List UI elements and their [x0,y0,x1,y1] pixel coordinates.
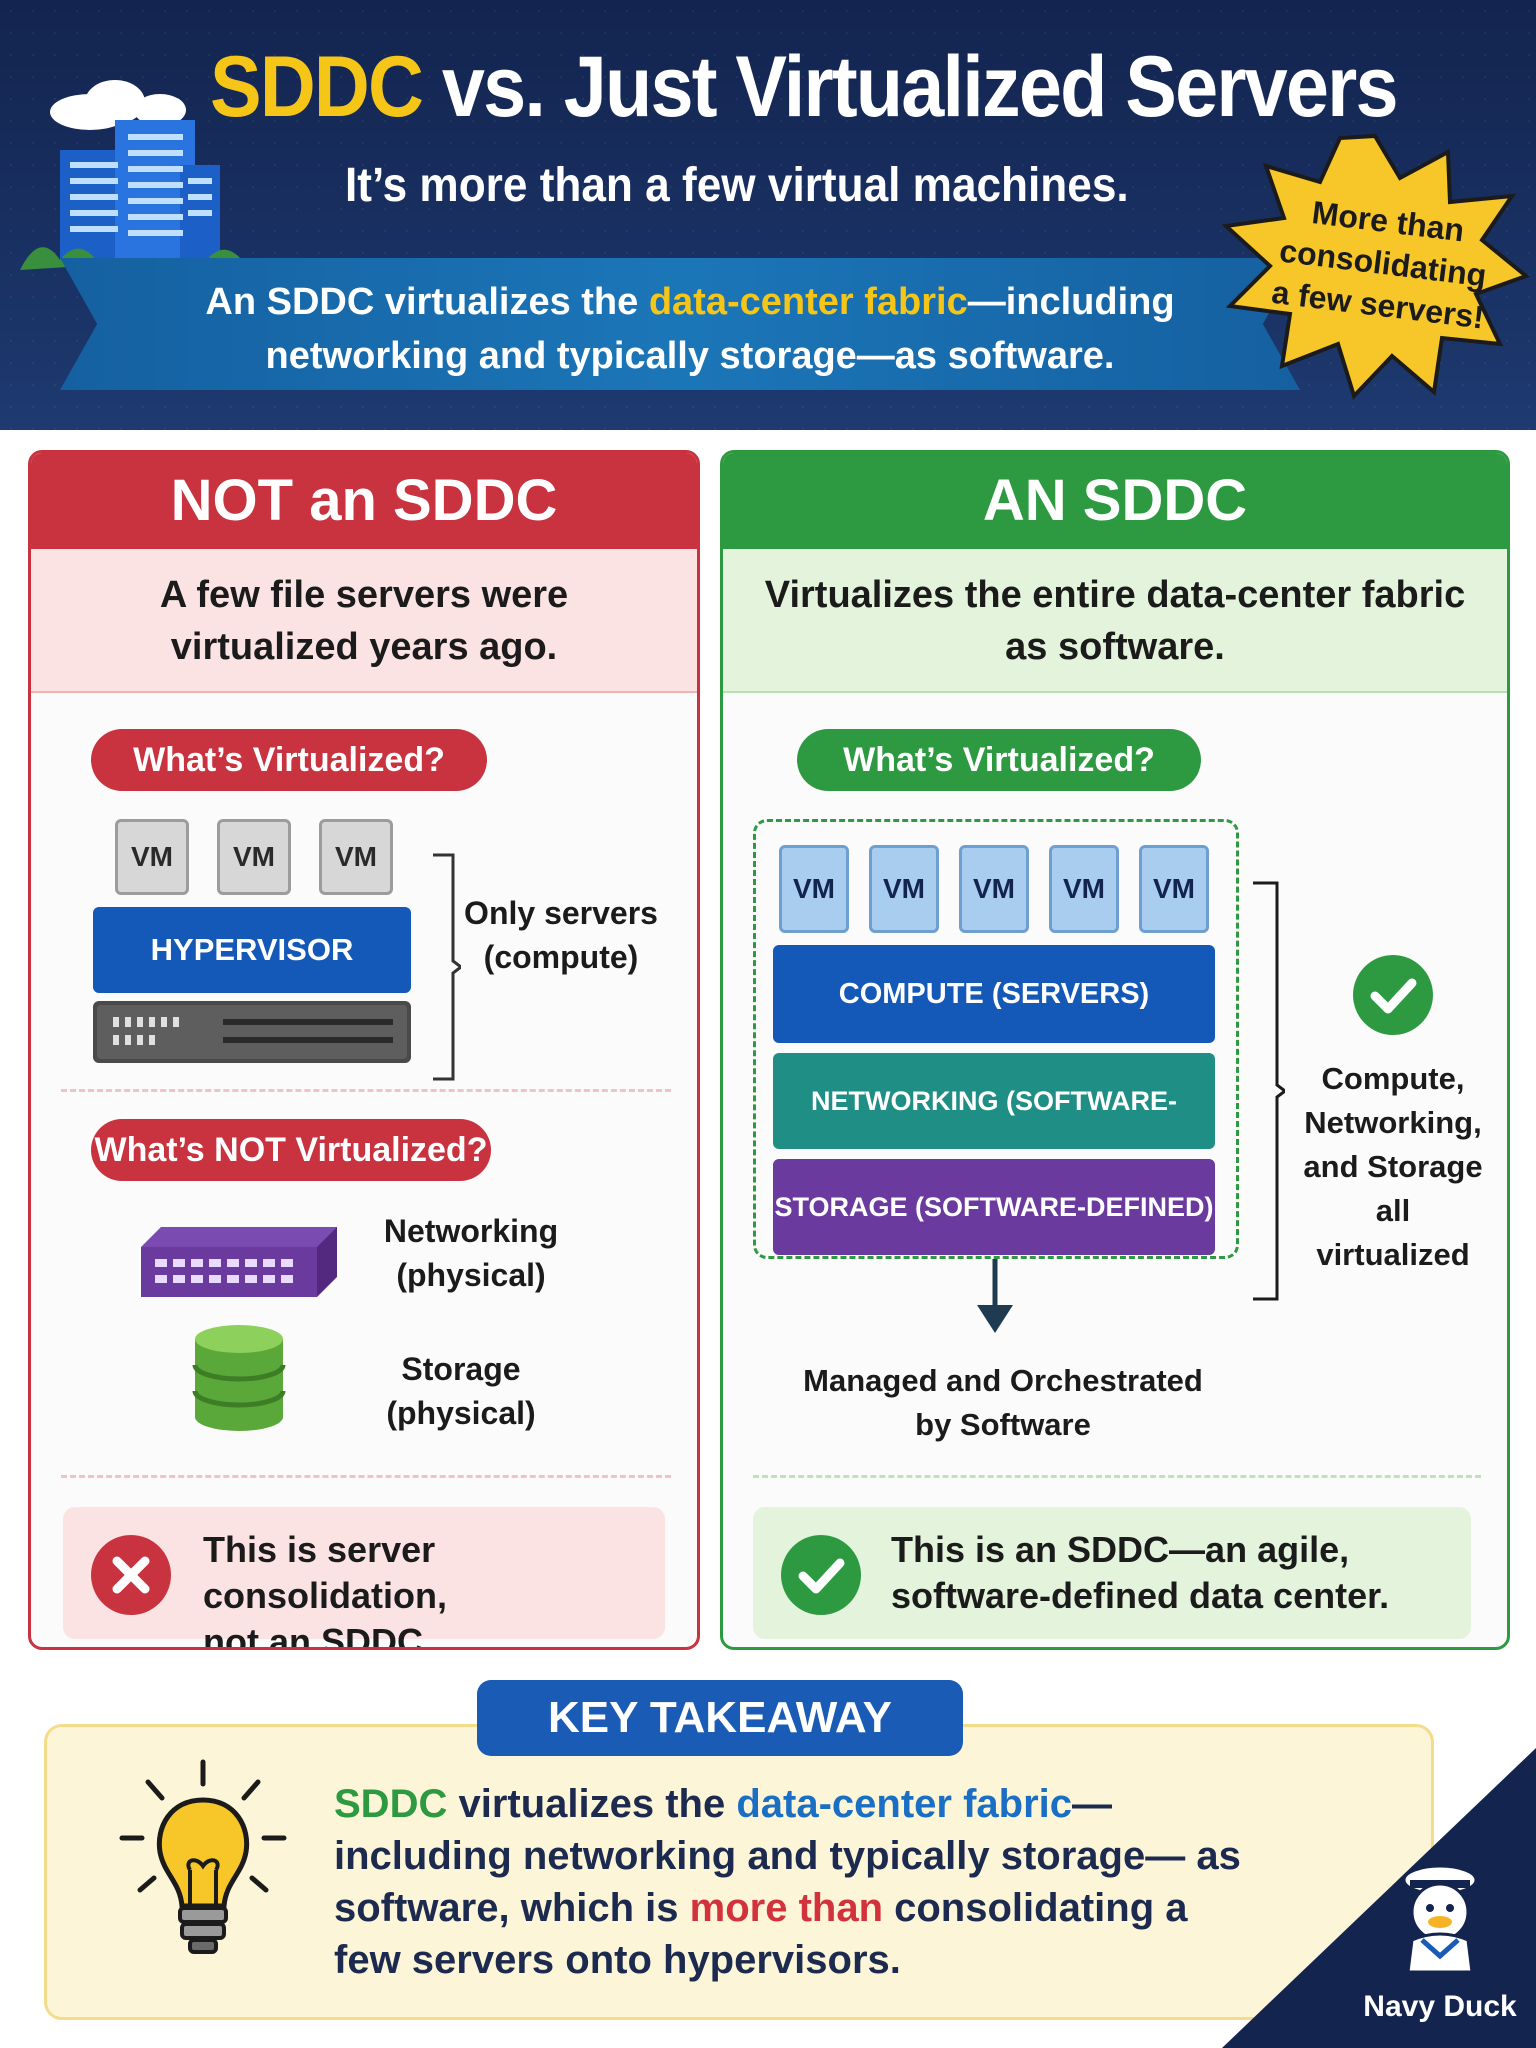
whats-not-virtualized-pill: What’s NOT Virtualized? [91,1119,491,1181]
brand-name: Navy Duck [1363,1990,1517,2023]
takeaway-sddc: SDDC [334,1782,448,1826]
switch-icon [141,1227,337,1297]
all-note-line: virtualized [1316,1237,1470,1272]
compute-note: Only servers (compute) [461,891,661,979]
starburst-icon [1221,133,1530,400]
not-sddc-heading: NOT an SDDC [31,453,697,549]
banner-part1: An SDDC virtualizes the [205,281,649,323]
vm-box: VM [217,819,291,895]
networking-layer: NETWORKING (SOFTWARE-DEFINED) [773,1053,1215,1212]
vm-box: VM [115,819,189,895]
vm-box: VM [869,845,939,933]
whats-virtualized-pill: What’s Virtualized? [91,729,487,791]
all-note-line: and Storage [1303,1149,1483,1184]
not-sddc-subheading: A few file servers were virtualized year… [31,549,697,693]
not-sddc-result: This is server consolidation, not an SDD… [63,1507,665,1647]
managed-note-line: Managed and Orchestrated [803,1363,1203,1398]
networking-note-line: Networking [383,1213,559,1249]
takeaway-part: consolidating a few servers onto hypervi… [334,1886,1188,1982]
ribbon-banner [60,258,1300,390]
takeaway-more-than: more than [689,1886,884,1930]
storage-note-line: (physical) [386,1395,536,1431]
takeaway-fabric: data-center fabric [736,1782,1072,1826]
banner-part2: —including networking and typically stor… [265,281,1175,377]
page-title: SDDC vs. Just Virtualized Servers [210,38,1399,137]
not-sddc-result-text: This is server consolidation, not an SDD… [203,1527,663,1650]
all-note-line: all [1375,1193,1411,1228]
virtualized-stack-frame [753,819,1239,1259]
all-virtualized-note: Compute, Networking, and Storage all vir… [1293,1057,1493,1277]
compute-note-line: Only servers [464,895,658,931]
managed-note-line: by Software [915,1407,1091,1442]
networking-note: Networking (physical) [361,1209,581,1297]
compute-note-line: (compute) [483,939,639,975]
vm-box: VM [1139,845,1209,933]
takeaway-part: virtualizes the [447,1782,737,1826]
banner-highlight: data-center fabric [648,281,968,323]
sddc-heading: AN SDDC [723,453,1507,549]
vm-box: VM [319,819,393,895]
key-takeaway-text: SDDC virtualizes the data-center fabric—… [334,1778,1254,1986]
check-circle-icon [1353,955,1433,1035]
vm-box: VM [1049,845,1119,933]
bracket-icon [1253,881,1285,1301]
server-rack-icon [93,1001,411,1063]
takeaway-part: — including networking and typically sto… [334,1782,1241,1930]
vm-box: VM [959,845,1029,933]
x-circle-icon [91,1535,171,1615]
key-takeaway-label: KEY TAKEAWAY [477,1680,963,1756]
storage-note-line: Storage [401,1351,521,1387]
vm-box: VM [779,845,849,933]
check-circle-icon [781,1535,861,1615]
not-sddc-panel: NOT an SDDC A few file servers were virt… [28,450,700,1650]
all-note-line: Compute, [1321,1061,1465,1096]
duck-mascot-icon [1402,1864,1478,1974]
divider [61,1475,671,1478]
sddc-result-text: This is an SDDC—an agile, software-defin… [891,1527,1461,1619]
result-line: not an SDDC. [203,1621,433,1650]
title-rest: vs. Just Virtualized Servers [422,39,1399,135]
banner-text: An SDDC virtualizes the data-center fabr… [130,275,1250,383]
arrow-down-icon [977,1259,1013,1333]
title-accent: SDDC [210,39,424,135]
page-subtitle: It’s more than a few virtual machines. [345,159,1129,212]
database-icon [192,1325,286,1431]
storage-note: Storage (physical) [361,1347,561,1435]
sddc-subheading: Virtualizes the entire data-center fabri… [723,549,1507,693]
key-takeaway-box [44,1724,1434,2020]
storage-layer: STORAGE (SOFTWARE-DEFINED) [773,1159,1215,1255]
sddc-panel: AN SDDC Virtualizes the entire data-cent… [720,450,1510,1650]
divider [61,1089,671,1092]
result-line: This is server consolidation, [203,1529,448,1616]
managed-note: Managed and Orchestrated by Software [803,1359,1203,1447]
networking-note-line: (physical) [396,1257,546,1293]
header-banner: SDDC vs. Just Virtualized Servers It’s m… [0,0,1536,430]
sddc-result: This is an SDDC—an agile, software-defin… [753,1507,1471,1639]
result-line: This is an SDDC—an agile, [891,1529,1350,1570]
hypervisor-layer: HYPERVISOR [93,907,411,993]
result-line: software-defined data center. [891,1575,1390,1616]
divider [753,1475,1481,1478]
lightbulb-icon [119,1759,287,1954]
all-note-line: Networking, [1304,1105,1482,1140]
whats-virtualized-pill: What’s Virtualized? [797,729,1201,791]
compute-layer: COMPUTE (SERVERS) [773,945,1215,1043]
bracket-icon [433,853,461,1081]
